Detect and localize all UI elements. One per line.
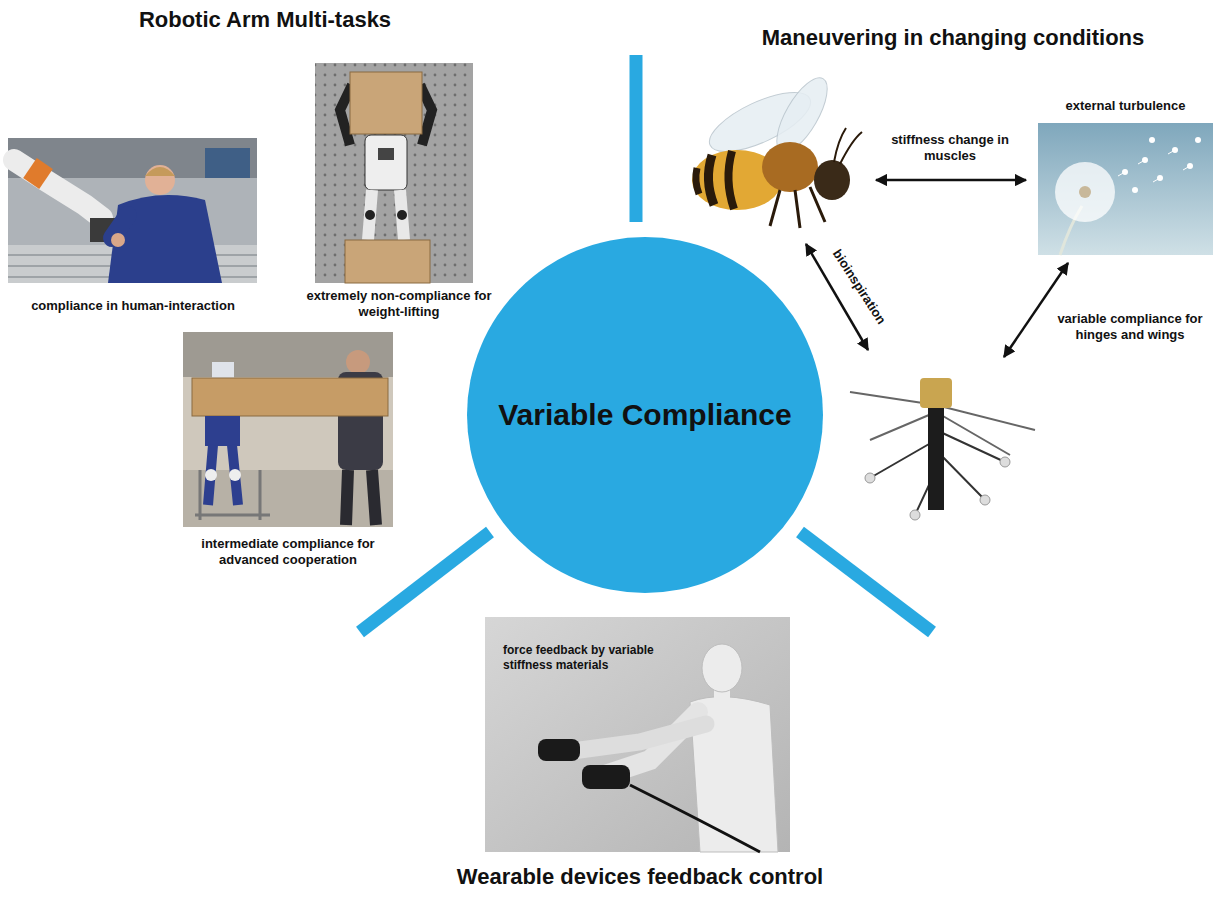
photo-dandelion — [1038, 123, 1213, 255]
photo-weight-lifting — [397, 210, 407, 220]
photo-cooperation — [212, 362, 234, 378]
arrow-label: bioinspiration — [829, 247, 889, 328]
section-heading: Maneuvering in changing conditions — [762, 24, 1145, 52]
arrow — [876, 179, 1026, 182]
caption: external turbulence — [1066, 98, 1186, 114]
photo-weight-lifting — [345, 240, 430, 283]
photo-weight-lifting — [365, 210, 375, 220]
photo-human-interaction — [145, 165, 175, 195]
caption: compliance in human-interaction — [31, 298, 235, 314]
photo-cooperation — [183, 332, 393, 377]
photo-robobee — [920, 378, 952, 408]
photo-cooperation — [229, 469, 241, 481]
photo-weight-lifting — [350, 72, 422, 134]
photo-human-interaction — [108, 195, 222, 283]
photo-human-interaction — [30, 168, 46, 179]
photo-wearable — [630, 785, 760, 852]
photo-dandelion — [1132, 187, 1138, 193]
photo-bee — [770, 187, 825, 228]
photo-wearable — [582, 765, 630, 789]
photo-cooperation — [205, 469, 217, 481]
photo-wearable — [565, 724, 706, 752]
photo-cooperation — [183, 332, 393, 527]
spoke — [800, 532, 932, 632]
arrow — [1004, 263, 1068, 357]
photo-panel: extremely non-compliance for weight-lift… — [289, 63, 509, 321]
photo-cooperation — [346, 350, 370, 374]
photo-cooperation — [346, 470, 376, 525]
photo-panel: compliance in human-interaction — [4, 138, 262, 314]
photo-dandelion — [1118, 150, 1190, 182]
photo-robobee — [928, 395, 944, 510]
caption: intermediate compliance for advanced coo… — [180, 536, 396, 569]
photo-wearable — [485, 617, 790, 852]
photo-robobee — [850, 378, 1035, 520]
photo-human-interaction — [14, 160, 102, 218]
photo-bee — [834, 128, 862, 164]
spoke — [360, 532, 490, 632]
photo-weight-lifting — [365, 135, 407, 190]
photo-dandelion — [1149, 137, 1155, 143]
caption: extremely non-compliance for weight-lift… — [303, 288, 495, 321]
photo-dandelion — [1195, 137, 1201, 143]
arrow-label: variable compliance for hinges and wings — [1050, 311, 1210, 344]
photo-dandelion — [1122, 137, 1201, 193]
photo-weight-lifting — [315, 63, 473, 283]
photo-human-interaction — [145, 167, 175, 176]
photo-robobee — [980, 495, 990, 505]
photo-human-interaction — [8, 138, 257, 178]
circle-shape — [467, 237, 823, 593]
photo-dandelion — [1038, 123, 1213, 255]
photo-wearable — [702, 644, 742, 692]
caption: force feedback by variable stiffness mat… — [503, 643, 693, 673]
photo-panel: intermediate compliance for advanced coo… — [177, 332, 399, 569]
photo-cooperation — [192, 378, 388, 416]
section-heading: Wearable devices feedback control — [457, 863, 823, 891]
photo-dandelion — [1055, 162, 1115, 222]
photo-wearable — [538, 739, 580, 761]
photo-robobee — [1000, 457, 1010, 467]
photo-human-interaction — [8, 138, 257, 283]
arrow — [806, 180, 1068, 357]
photo-panel: external turbulence — [1030, 98, 1220, 254]
photo-bee — [728, 151, 734, 209]
photo-human-interaction — [8, 138, 257, 283]
photo-wearable — [485, 617, 790, 852]
photo-cooperation — [183, 470, 393, 527]
photo-bee — [814, 160, 850, 200]
photo-robobee — [865, 473, 875, 483]
spoke — [630, 55, 643, 222]
photo-bee — [762, 142, 818, 192]
concept-circle: Variable Compliance — [467, 237, 823, 593]
photo-weight-lifting — [378, 148, 394, 160]
photo-robobee — [865, 457, 1010, 520]
photo-cooperation — [183, 332, 393, 527]
photo-robobee — [910, 510, 920, 520]
concept-label: Variable Compliance — [498, 396, 791, 434]
photo-bee — [708, 155, 714, 205]
photo-bee — [696, 168, 699, 194]
arrow-label: stiffness change in muscles — [885, 132, 1015, 165]
photo-weight-lifting — [315, 63, 473, 283]
photo-dandelion — [1079, 186, 1091, 198]
photo-human-interaction — [205, 148, 250, 178]
photo-bee — [692, 71, 862, 228]
photo-panel: force feedback by variable stiffness mat… — [485, 617, 790, 852]
photo-human-interaction — [111, 233, 125, 247]
section-heading: Robotic Arm Multi-tasks — [139, 6, 391, 34]
photo-cooperation — [205, 416, 240, 446]
